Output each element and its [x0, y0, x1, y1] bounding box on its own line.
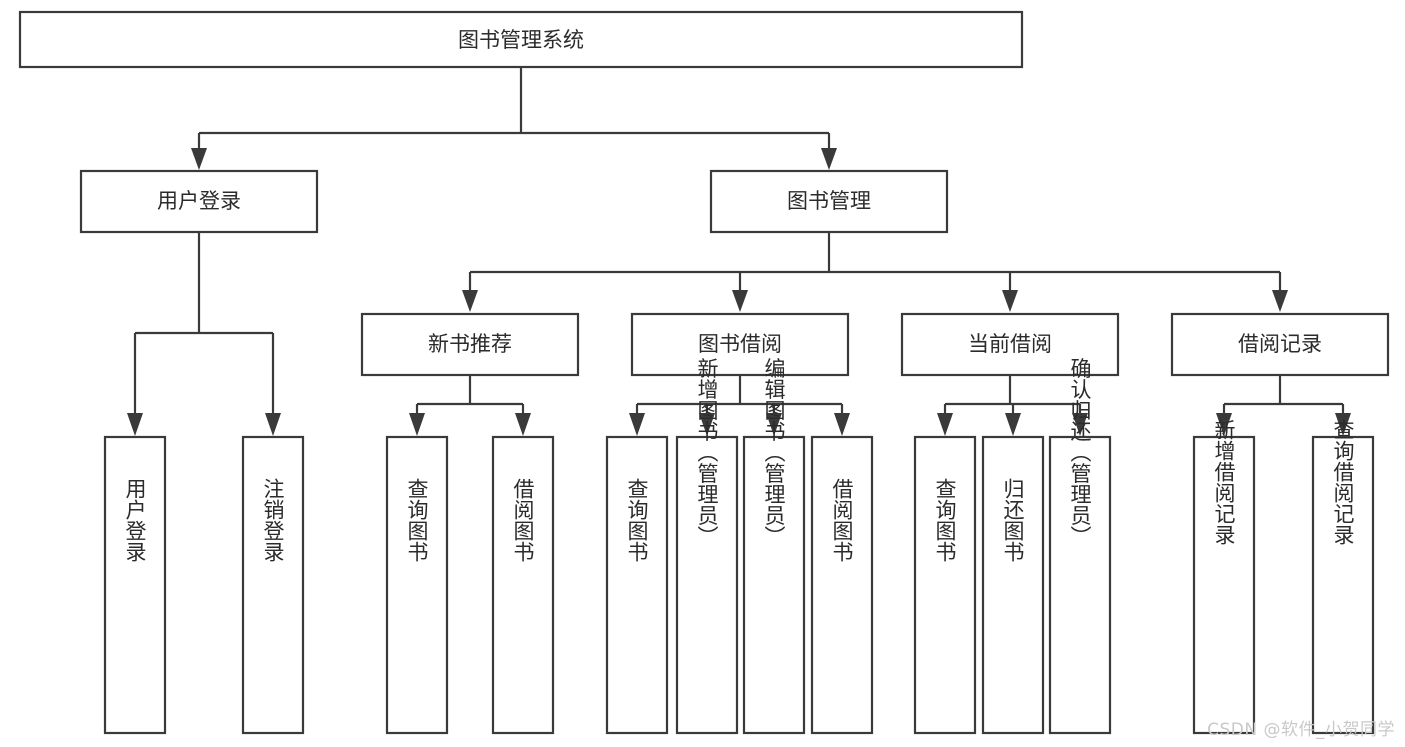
leaf-logout-box[interactable] — [241, 435, 305, 735]
leaf-bb-borrow-book[interactable]: 借阅图书 — [810, 435, 874, 735]
node-user-login-box[interactable] — [79, 169, 319, 234]
leaf-nb-borrow-book-label: 借阅图书 — [511, 478, 535, 562]
arrow-cb-leaf2 — [1005, 413, 1021, 436]
leaf-nb-query-book[interactable]: 查询图书 — [385, 435, 449, 735]
leaf-br-add-record-label: 新增借阅记录 — [1212, 419, 1236, 545]
node-borrow-record[interactable]: 借阅记录 — [1170, 312, 1390, 377]
leaf-bb-edit-book-box[interactable] — [742, 435, 806, 735]
leaf-user-login-label: 用户登录 — [123, 478, 147, 562]
arrow-cb-leaf1 — [937, 413, 953, 436]
csdn-watermark: CSDN @软件_小贺同学 — [1207, 720, 1395, 740]
leaf-nb-borrow-book-box[interactable] — [491, 435, 555, 735]
leaf-cb-return-book[interactable]: 归还图书 — [981, 435, 1045, 735]
leaf-br-query-record-box[interactable] — [1311, 435, 1375, 735]
leaf-nb-borrow-book[interactable]: 借阅图书 — [491, 435, 555, 735]
arrow-bb-leaf3 — [766, 413, 782, 436]
node-book-management[interactable]: 图书管理 — [709, 169, 949, 234]
arrow-to-current-borrow — [1002, 290, 1018, 312]
node-book-borrow-label: 图书借阅 — [698, 332, 782, 356]
leaf-bb-borrow-book-label: 借阅图书 — [830, 478, 854, 562]
arrow-to-user-login — [191, 148, 207, 170]
arrow-leaf-user-login — [127, 413, 143, 436]
leaf-logout-label: 注销登录 — [261, 478, 285, 562]
node-borrow-record-label: 借阅记录 — [1238, 332, 1322, 356]
leaf-br-add-record[interactable]: 新增借阅记录 — [1192, 419, 1256, 735]
node-book-borrow-box[interactable] — [630, 312, 850, 377]
leaf-cb-return-book-box[interactable] — [981, 435, 1045, 735]
node-user-login-label: 用户登录 — [157, 189, 241, 213]
arrow-br-leaf2 — [1335, 413, 1351, 436]
leaf-br-query-record[interactable]: 查询借阅记录 — [1311, 419, 1375, 735]
leaf-bb-query-book[interactable]: 查询图书 — [605, 435, 669, 735]
node-user-login[interactable]: 用户登录 — [79, 169, 319, 234]
leaf-cb-return-book-label: 归还图书 — [1001, 478, 1025, 562]
node-current-borrow-label: 当前借阅 — [968, 332, 1052, 356]
leaf-cb-confirm-return[interactable]: 确认归还（管理员） — [1048, 358, 1112, 735]
leaf-bb-borrow-book-box[interactable] — [810, 435, 874, 735]
leaf-cb-confirm-return-box[interactable] — [1048, 435, 1112, 735]
leaf-nb-query-book-box[interactable] — [385, 435, 449, 735]
arrow-to-borrow-record — [1272, 290, 1288, 312]
arrow-br-leaf1 — [1216, 413, 1232, 436]
leaf-bb-query-book-label: 查询图书 — [625, 478, 649, 562]
leaf-bb-query-book-box[interactable] — [605, 435, 669, 735]
leaf-bb-edit-book[interactable]: 编辑图书（管理员） — [742, 358, 806, 735]
leaf-cb-confirm-return-label: 确认归还（管理员） — [1068, 358, 1092, 547]
node-root-box[interactable] — [18, 10, 1024, 69]
leaf-nb-query-book-label: 查询图书 — [405, 478, 429, 562]
leaf-cb-query-book[interactable]: 查询图书 — [913, 435, 977, 735]
arrow-newbook-leaf1 — [409, 413, 425, 436]
node-new-book-recommend-label: 新书推荐 — [428, 332, 512, 356]
node-root-system[interactable]: 图书管理系统 — [18, 10, 1024, 69]
leaf-br-add-record-box[interactable] — [1192, 435, 1256, 735]
node-new-book-recommend[interactable]: 新书推荐 — [360, 312, 580, 377]
connector-group — [127, 67, 1351, 436]
arrow-to-book-mgmt — [821, 148, 837, 170]
arrow-to-book-borrow — [732, 290, 748, 312]
node-root-label: 图书管理系统 — [458, 28, 584, 52]
leaf-bb-add-book-label: 新增图书（管理员） — [695, 358, 719, 547]
leaf-cb-query-book-box[interactable] — [913, 435, 977, 735]
node-new-book-recommend-box[interactable] — [360, 312, 580, 377]
leaf-user-login-box[interactable] — [103, 435, 167, 735]
leaf-bb-edit-book-label: 编辑图书（管理员） — [762, 358, 786, 547]
node-current-borrow[interactable]: 当前借阅 — [900, 312, 1120, 377]
leaf-br-query-record-label: 查询借阅记录 — [1331, 419, 1355, 545]
node-book-borrow[interactable]: 图书借阅 — [630, 312, 850, 377]
arrow-bb-leaf4 — [834, 413, 850, 436]
leaf-user-login[interactable]: 用户登录 — [103, 435, 167, 735]
arrow-leaf-logout — [265, 413, 281, 436]
leaf-logout[interactable]: 注销登录 — [241, 435, 305, 735]
node-borrow-record-box[interactable] — [1170, 312, 1390, 377]
arrow-to-new-book — [462, 290, 478, 312]
leaf-bb-add-book-box[interactable] — [675, 435, 739, 735]
node-book-management-box[interactable] — [709, 169, 949, 234]
node-book-management-label: 图书管理 — [787, 189, 871, 213]
arrow-bb-leaf1 — [629, 413, 645, 436]
arrow-bb-leaf2 — [699, 413, 715, 436]
arrow-cb-leaf3 — [1072, 413, 1088, 436]
node-current-borrow-box[interactable] — [900, 312, 1120, 377]
leaf-cb-query-book-label: 查询图书 — [933, 478, 957, 562]
arrow-newbook-leaf2 — [515, 413, 531, 436]
leaf-bb-add-book[interactable]: 新增图书（管理员） — [675, 358, 739, 735]
